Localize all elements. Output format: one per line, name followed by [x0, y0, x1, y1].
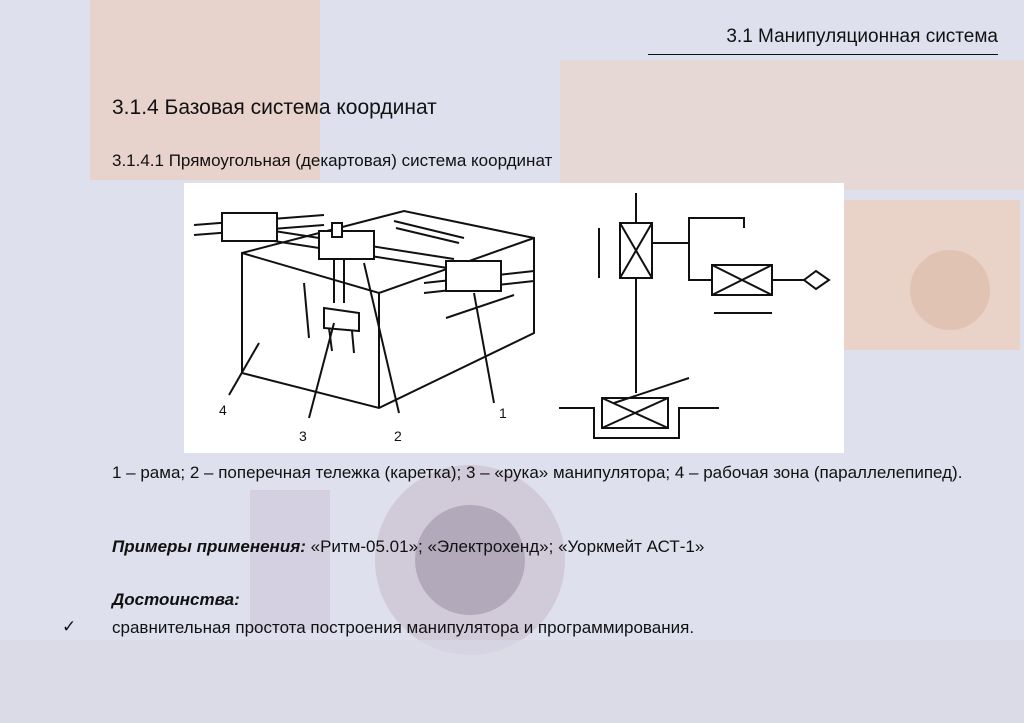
- figure-label-3: 3: [299, 428, 307, 444]
- figure-label-1: 1: [499, 405, 507, 421]
- slide-heading: 3.1.4 Базовая система координат: [112, 96, 437, 119]
- section-title: 3.1 Манипуляционная система: [726, 26, 998, 47]
- figure-caption: 1 – рама; 2 – поперечная тележка (каретк…: [112, 463, 963, 482]
- section-title-underline: [648, 54, 998, 55]
- cartesian-robot-drawing: 4 3 2 1: [193, 193, 831, 444]
- figure-label-4: 4: [219, 402, 227, 418]
- cartesian-robot-figure: 4 3 2 1: [184, 183, 844, 453]
- examples-text: «Ритм-05.01»; «Электрохенд»; «Уоркмейт А…: [305, 537, 705, 556]
- checkmark-icon: ✓: [62, 617, 77, 636]
- examples-label: Примеры применения:: [112, 537, 306, 556]
- advantages-title: Достоинства:: [112, 590, 240, 609]
- advantage-item: сравнительная простота построения манипу…: [112, 618, 695, 637]
- examples-line: Примеры применения: «Ритм-05.01»; «Элект…: [112, 537, 704, 557]
- figure-label-2: 2: [394, 428, 402, 444]
- slide-subheading: 3.1.4.1 Прямоугольная (декартовая) систе…: [112, 151, 553, 170]
